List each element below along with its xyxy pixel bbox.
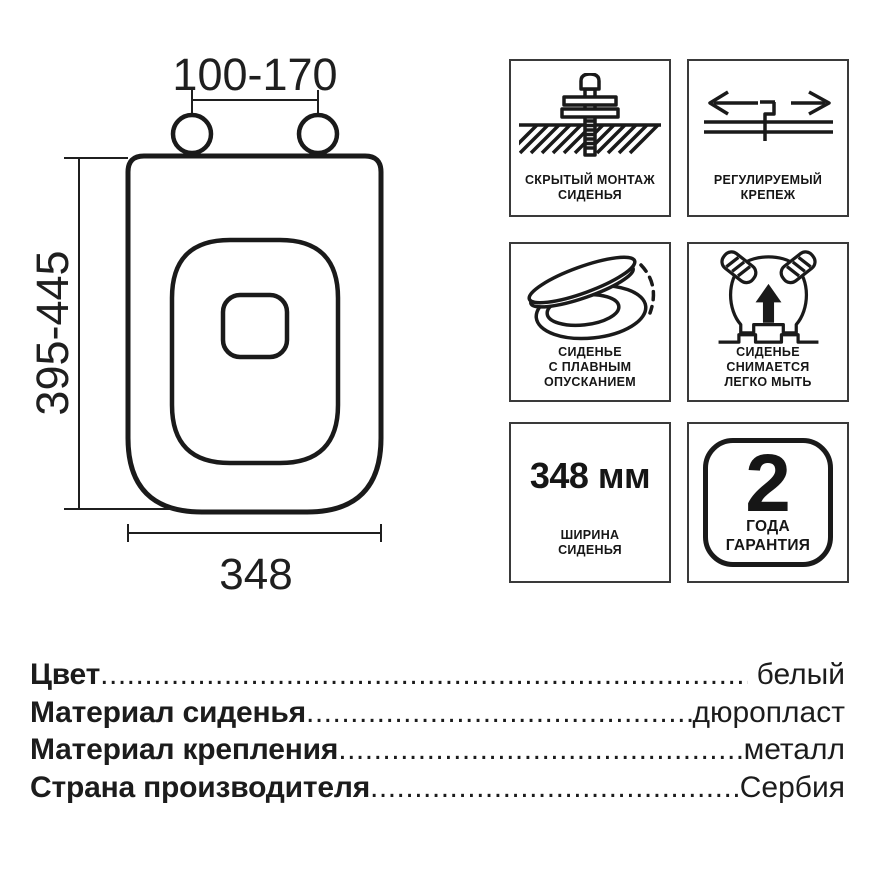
feature-label: ШИРИНА СИДЕНЬЯ bbox=[558, 528, 622, 558]
dim-bottom-label: 348 bbox=[219, 550, 292, 599]
warranty-years-value: 2 bbox=[745, 437, 791, 529]
slide-adjust-arrows-icon bbox=[703, 90, 833, 141]
dotted-leader: ........................................… bbox=[338, 733, 744, 766]
feature-label-line: СИДЕНЬЯ bbox=[558, 188, 622, 202]
screw-mount-icon bbox=[519, 73, 661, 157]
feature-label-line: ШИРИНА bbox=[560, 528, 620, 542]
spec-label: Материал сиденья bbox=[30, 695, 306, 729]
icon-area bbox=[511, 61, 669, 173]
spec-label: Страна производителя bbox=[30, 770, 371, 804]
icon-area bbox=[689, 244, 847, 345]
spec-value: белый bbox=[756, 658, 845, 691]
feature-seat-width: 348 мм ШИРИНА СИДЕНЬЯ bbox=[509, 422, 671, 583]
feature-hidden-mount: СКРЫТЫЙ МОНТАЖ СИДЕНЬЯ bbox=[509, 59, 671, 217]
spec-row-seat-material: Материал сиденья .......................… bbox=[30, 694, 845, 732]
feature-label-line: СИДЕНЬЕ bbox=[736, 345, 800, 359]
lift-off-seat-icon bbox=[718, 249, 818, 344]
left-hand bbox=[719, 249, 757, 284]
dotted-leader: ........................................… bbox=[370, 770, 740, 804]
feature-label-line: КРЕПЕЖ bbox=[740, 188, 796, 202]
feature-label-line: ОПУСКАНИЕМ bbox=[544, 375, 636, 389]
spec-label: Материал крепления bbox=[30, 733, 339, 766]
dim-top-label: 100-170 bbox=[172, 49, 337, 100]
spec-row-fastener-material: Материал крепления .....................… bbox=[30, 731, 845, 769]
spec-label: Цвет bbox=[30, 658, 101, 691]
seat-dimension-diagram: 100-170 395-445 348 bbox=[27, 49, 384, 599]
warranty-badge: 2 ГОДА ГАРАНТИЯ bbox=[703, 438, 833, 567]
feature-adjustable-fastener: РЕГУЛИРУЕМЫЙ КРЕПЕЖ bbox=[687, 59, 849, 217]
icon-area bbox=[511, 244, 669, 345]
right-hand bbox=[779, 249, 817, 284]
dotted-leader: ........................................… bbox=[306, 695, 692, 729]
feature-label-line: РЕГУЛИРУЕМЫЙ bbox=[713, 173, 823, 187]
warranty-label-line: ГАРАНТИЯ bbox=[725, 537, 811, 555]
feature-label-line: СНИМАЕТСЯ bbox=[726, 360, 810, 374]
feature-warranty: 2 ГОДА ГАРАНТИЯ bbox=[687, 422, 849, 583]
feature-label: СИДЕНЬЕ С ПЛАВНЫМ ОПУСКАНИЕМ bbox=[544, 345, 636, 390]
mounting-hole-left bbox=[170, 112, 214, 156]
feature-label-line: СИДЕНЬЯ bbox=[558, 543, 622, 557]
spec-value: Сербия bbox=[739, 770, 845, 804]
value-area: 348 мм bbox=[511, 424, 669, 528]
spec-value: металл bbox=[743, 733, 845, 766]
feature-label-line: СИДЕНЬЕ bbox=[558, 345, 622, 359]
dim-side-label: 395-445 bbox=[27, 250, 78, 415]
spec-list: Цвет ...................................… bbox=[30, 656, 845, 806]
icon-area bbox=[689, 61, 847, 173]
spec-value: дюропласт bbox=[692, 695, 845, 729]
feature-label: РЕГУЛИРУЕМЫЙ КРЕПЕЖ bbox=[714, 173, 822, 203]
spec-row-color: Цвет ...................................… bbox=[30, 656, 845, 694]
feature-removable-seat: СИДЕНЬЕ СНИМАЕТСЯ ЛЕГКО МЫТЬ bbox=[687, 242, 849, 402]
soft-close-seat-icon bbox=[527, 255, 656, 341]
spec-row-country: Страна производителя ...................… bbox=[30, 769, 845, 807]
feature-label-line: С ПЛАВНЫМ bbox=[548, 360, 632, 374]
feature-soft-close: СИДЕНЬЕ С ПЛАВНЫМ ОПУСКАНИЕМ bbox=[509, 242, 671, 402]
warranty-label-line: ГОДА bbox=[746, 517, 790, 535]
feature-label: СИДЕНЬЕ СНИМАЕТСЯ ЛЕГКО МЫТЬ bbox=[724, 345, 811, 390]
seat-width-value: 348 мм bbox=[529, 455, 651, 496]
seat-center-detail bbox=[220, 292, 290, 360]
mounting-hole-right bbox=[296, 112, 340, 156]
dotted-leader: ........................................… bbox=[100, 658, 748, 691]
feature-label-line: СКРЫТЫЙ МОНТАЖ bbox=[524, 173, 656, 187]
feature-label-line: ЛЕГКО МЫТЬ bbox=[724, 375, 812, 389]
feature-label: СКРЫТЫЙ МОНТАЖ СИДЕНЬЯ bbox=[525, 173, 655, 203]
